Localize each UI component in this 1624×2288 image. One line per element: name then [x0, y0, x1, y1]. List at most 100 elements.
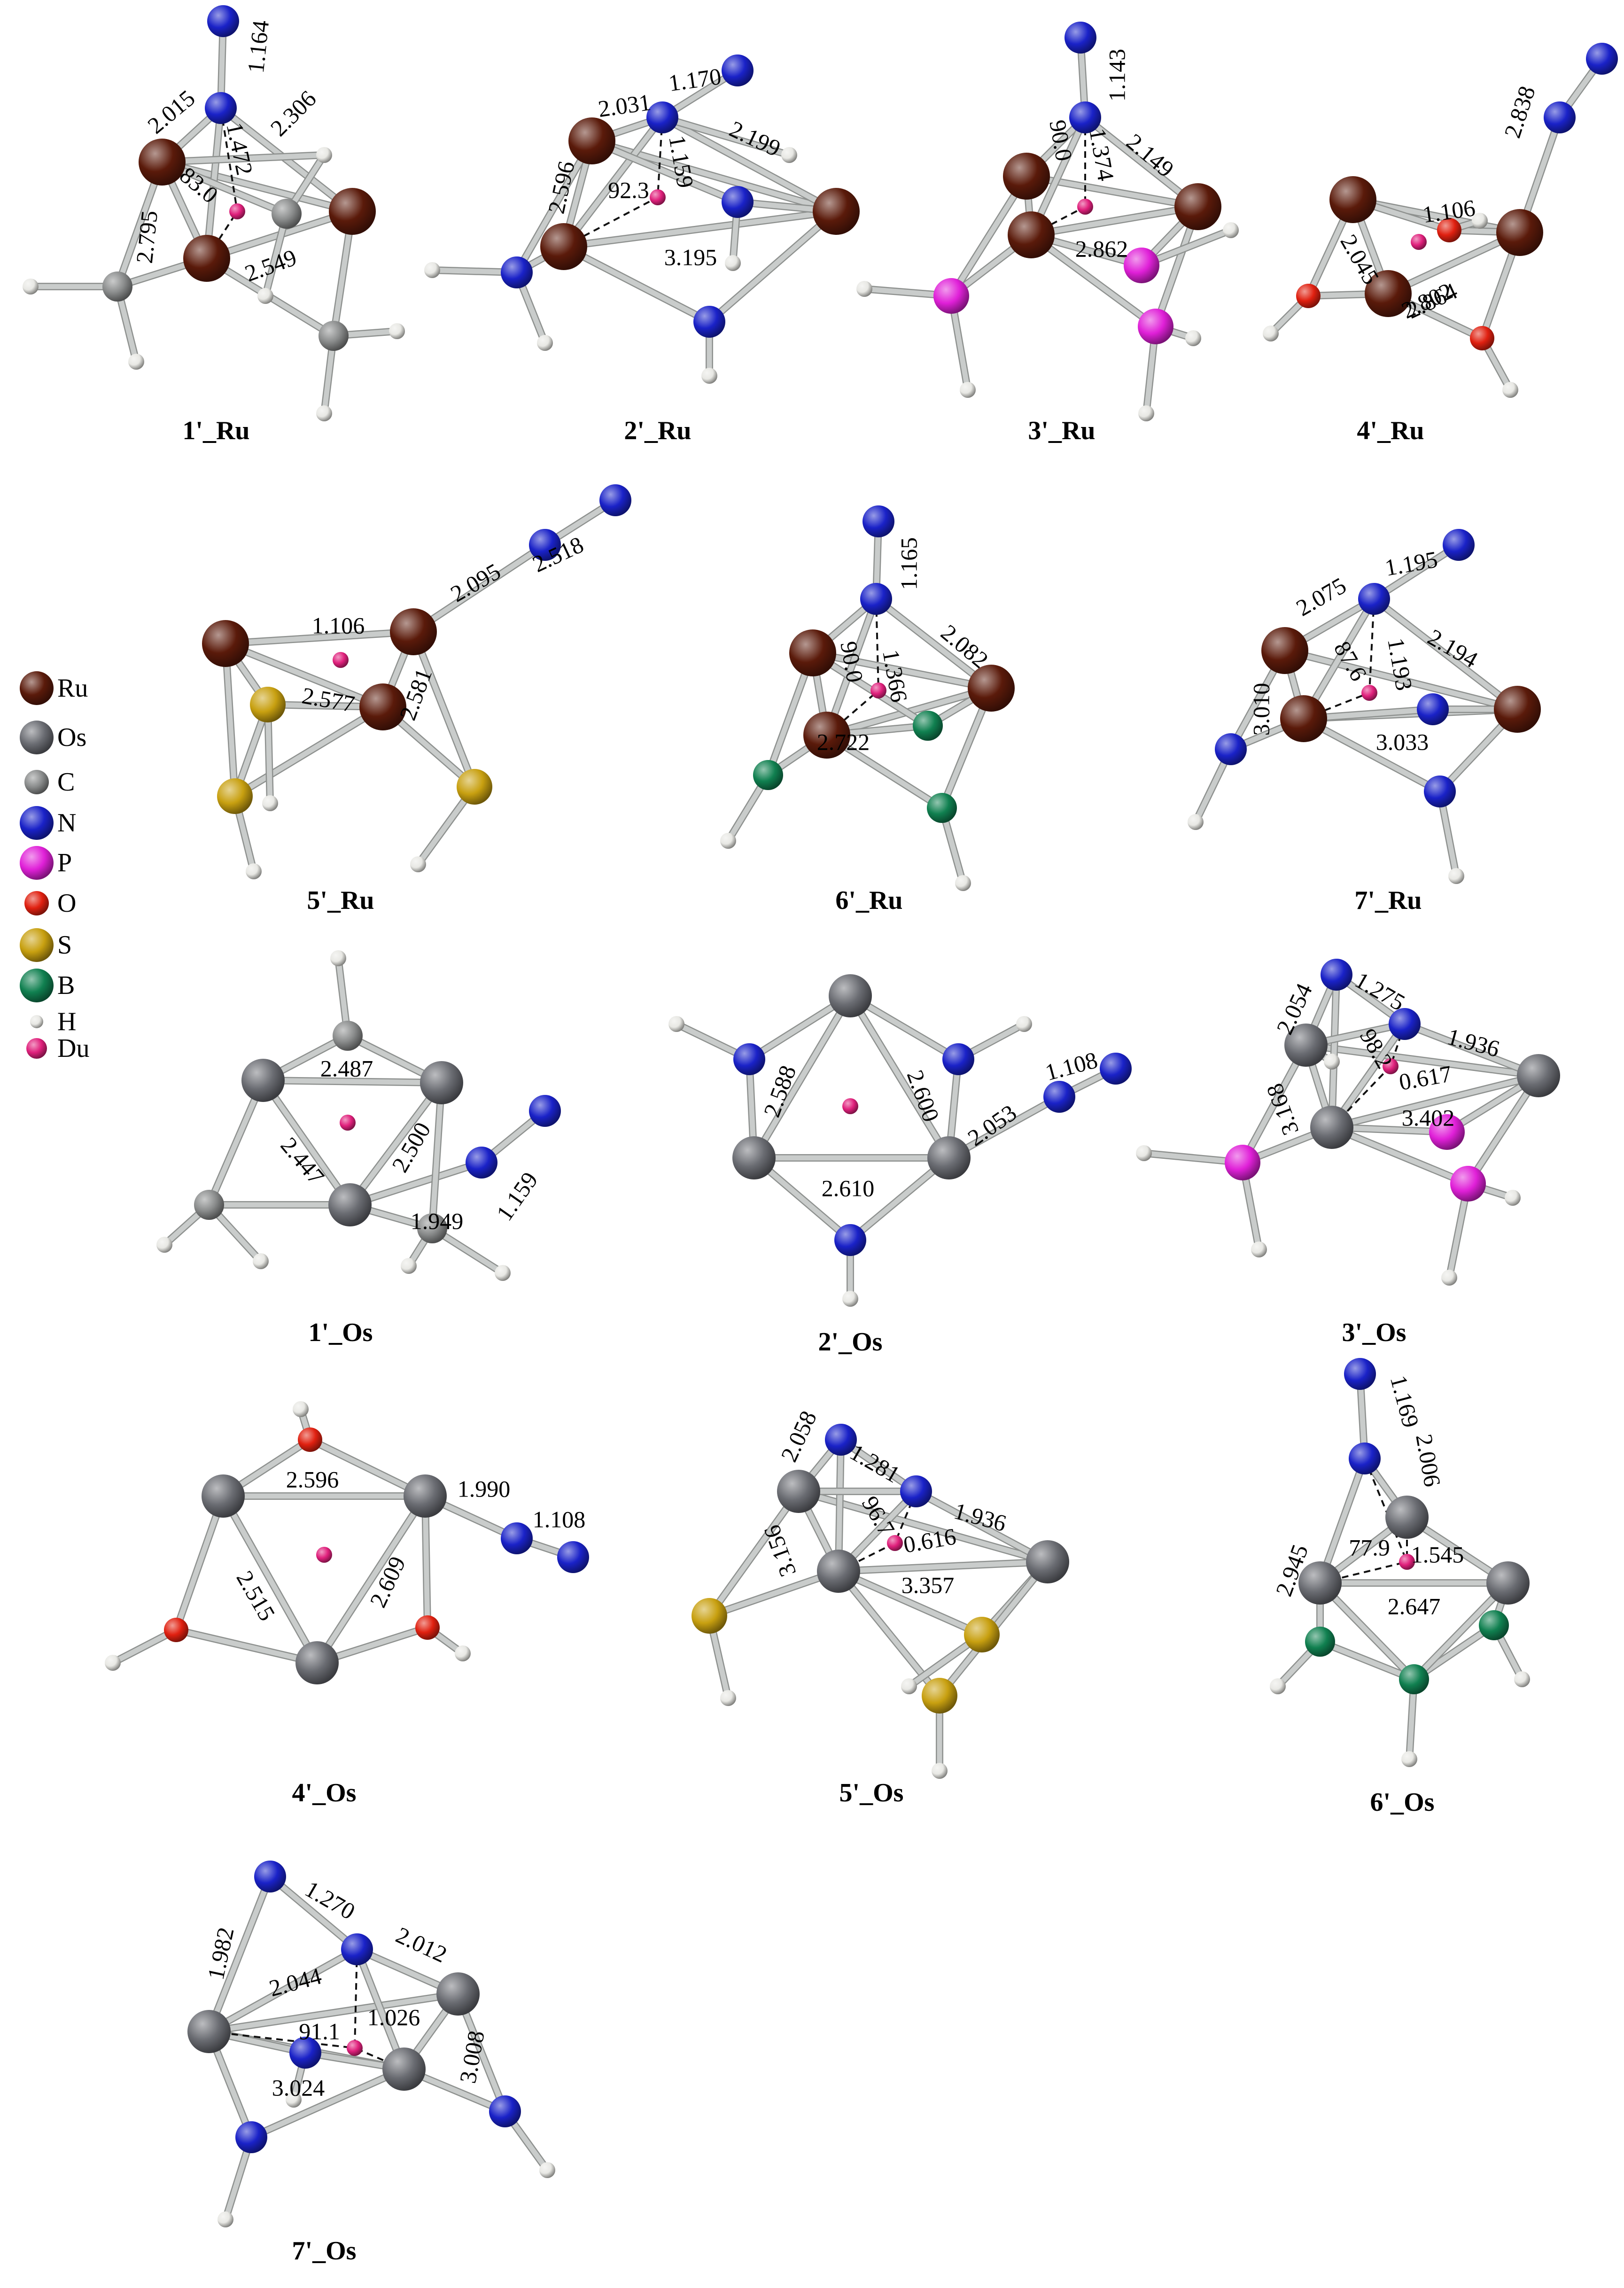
distance-label: 1.990: [458, 1475, 511, 1502]
atom-h: [1251, 1241, 1267, 1257]
distance-label: 1.026: [367, 2004, 420, 2030]
atom-h: [537, 335, 553, 351]
atom-h: [842, 1291, 858, 1307]
legend-label-o: O: [57, 889, 76, 918]
structure-label: 4'_Os: [292, 1778, 357, 1807]
distance-label: 2.044: [266, 1962, 324, 2001]
distance-label: 3.024: [272, 2074, 325, 2101]
atom-n: [1321, 959, 1352, 991]
bond: [810, 650, 994, 691]
atom-n: [341, 1933, 373, 1965]
atom-h: [293, 1401, 309, 1417]
bond: [751, 993, 853, 1161]
distance-label: 2.487: [320, 1055, 373, 1081]
atom-h: [389, 323, 405, 339]
bond: [948, 173, 1029, 299]
atom-ru: [968, 665, 1015, 712]
bond: [1028, 204, 1201, 238]
distance-label: 1.936: [1445, 1023, 1502, 1062]
bond: [159, 159, 355, 214]
atom-ru: [568, 117, 615, 164]
atom-os: [420, 1061, 463, 1104]
bond: [347, 1160, 484, 1208]
atom-p: [1124, 248, 1159, 283]
bond: [1329, 1073, 1541, 1130]
bond: [1402, 1021, 1541, 1078]
bond: [1282, 648, 1520, 712]
atom-os: [1310, 1106, 1353, 1149]
atom-s: [692, 1598, 727, 1634]
atom-h: [1136, 1145, 1152, 1161]
distance-label: 90.0: [835, 639, 868, 684]
atom-os: [202, 1474, 245, 1518]
atom-n: [646, 101, 678, 133]
atom-du: [870, 683, 886, 698]
atom-h: [105, 1655, 121, 1671]
distance-label: 2.306: [265, 85, 321, 141]
distance-label: 96.7: [857, 1491, 900, 1540]
bond: [422, 1493, 430, 1630]
atom-n: [489, 2095, 521, 2127]
atom-n: [1215, 733, 1247, 765]
dashed-contact: [354, 1949, 358, 2048]
dashed-contact: [220, 108, 238, 212]
atom-ru: [789, 629, 836, 676]
atom-h: [720, 833, 736, 849]
legend-label-h: H: [57, 1007, 76, 1036]
atom-h: [1185, 330, 1201, 346]
atom-h: [128, 354, 144, 370]
atom-o: [1470, 326, 1494, 350]
atom-c: [194, 1190, 224, 1220]
atom-os: [1026, 1540, 1069, 1583]
atom-n: [599, 484, 631, 516]
atom-n: [900, 1475, 932, 1507]
bond: [873, 596, 994, 691]
bond: [1329, 972, 1339, 1130]
atom-h: [1505, 1190, 1521, 1206]
atom-h: [539, 2162, 555, 2178]
distance-label: 0.616: [901, 1523, 958, 1558]
atom-n: [529, 1095, 561, 1127]
bond: [1303, 1042, 1541, 1078]
distance-label: 1.159: [664, 133, 699, 190]
structure-label: 1'_Os: [309, 1318, 373, 1347]
bond: [173, 1627, 320, 1666]
distance-label: 2.031: [597, 89, 653, 122]
atom-h: [701, 368, 717, 384]
bond: [561, 115, 665, 249]
structure-label: 6'_Ru: [835, 886, 902, 915]
atom-n: [722, 54, 754, 86]
legend-swatch-h: [30, 1015, 43, 1028]
distance-label: 2.194: [1423, 624, 1482, 673]
bond: [1385, 230, 1523, 296]
atom-n: [501, 256, 533, 288]
bond: [913, 1489, 1050, 1565]
atom-h: [1441, 1270, 1457, 1286]
distance-label: 2.610: [822, 1175, 875, 1201]
atom-h: [401, 1258, 417, 1274]
atom-h: [1263, 326, 1279, 341]
distance-label: 77.9: [1349, 1534, 1390, 1560]
distance-label: 0.617: [1397, 1060, 1454, 1095]
atom-n: [1065, 22, 1096, 54]
structure-label: 3'_Os: [1342, 1318, 1406, 1347]
bond: [707, 1489, 801, 1619]
atom-s: [922, 1678, 957, 1714]
atom-b: [753, 760, 783, 790]
atom-n: [289, 2037, 321, 2069]
atom-n: [722, 186, 754, 218]
distance-label: 87.6: [1329, 636, 1372, 685]
atom-ru: [139, 139, 186, 186]
atom-n: [860, 583, 892, 615]
atom-h: [960, 382, 976, 398]
legend-label-ru: Ru: [57, 674, 88, 703]
bond: [223, 641, 386, 710]
dashed-contact: [206, 210, 238, 259]
atom-ru: [813, 188, 860, 235]
